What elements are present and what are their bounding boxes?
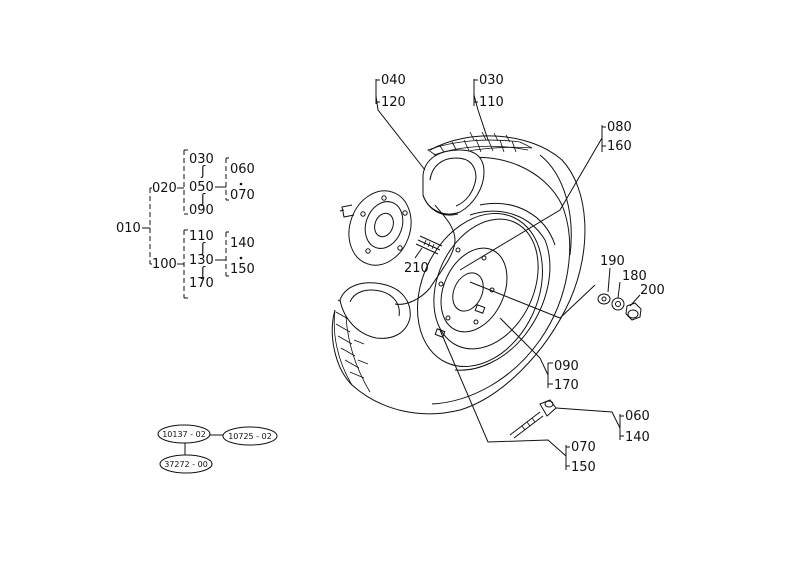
callout-030: 030 bbox=[479, 73, 504, 88]
ref-bubble-2-text: 10725 - 02 bbox=[228, 432, 272, 441]
rim-center-disc bbox=[440, 247, 508, 333]
ref-bubble-2 bbox=[222, 426, 278, 446]
tree-g2-sub-2: 150 bbox=[230, 262, 255, 277]
tree-g1-item-2: 050 bbox=[189, 180, 214, 195]
callout-070: 070 bbox=[571, 440, 596, 455]
callout-labels: 040 120 030 110 080 160 190 180 200 210 … bbox=[381, 73, 665, 475]
tree-group2-label: 100 bbox=[152, 257, 177, 272]
callout-190: 190 bbox=[600, 254, 625, 269]
tree-g1-item-1: 030 bbox=[189, 152, 214, 167]
ref-bubble-1 bbox=[157, 424, 211, 444]
ref-bubble-3-text: 37272 - 00 bbox=[164, 460, 208, 469]
wheel-illustration bbox=[331, 131, 642, 439]
callout-180: 180 bbox=[622, 269, 647, 284]
callout-140: 140 bbox=[625, 430, 650, 445]
tree-g2-dot-2: ʃ bbox=[200, 265, 206, 280]
reference-bubbles: 10137 - 02 10725 - 02 37272 - 00 bbox=[157, 424, 278, 474]
callout-120: 120 bbox=[381, 95, 406, 110]
callout-170: 170 bbox=[554, 378, 579, 393]
tree-g2-item-1: 110 bbox=[189, 229, 214, 244]
callout-160: 160 bbox=[607, 139, 632, 154]
callout-110: 110 bbox=[479, 95, 504, 110]
callout-090: 090 bbox=[554, 359, 579, 374]
tree-group1-label: 020 bbox=[152, 181, 177, 196]
tree-g2-sub-1: 140 bbox=[230, 236, 255, 251]
tree-g1-sub-1: 060 bbox=[230, 162, 255, 177]
parts-tree: 010 020 030 ʃ 050 ʃ 090 060 070 100 110 … bbox=[116, 149, 255, 299]
tree-g2-dot: ʃ bbox=[200, 241, 206, 256]
tree-g1-dot: ʃ bbox=[200, 164, 206, 179]
tree-g2-item-3: 170 bbox=[189, 276, 214, 291]
tree-g1-sub-2: 070 bbox=[230, 188, 255, 203]
leader-lines bbox=[375, 79, 641, 470]
callout-060: 060 bbox=[625, 409, 650, 424]
callout-040: 040 bbox=[381, 73, 406, 88]
callout-200: 200 bbox=[640, 283, 665, 298]
rim-hub-hole bbox=[452, 272, 484, 312]
valve-stem bbox=[509, 399, 557, 439]
callout-210: 210 bbox=[404, 261, 429, 276]
callout-150: 150 bbox=[571, 460, 596, 475]
tree-g1-dot-2: ʃ bbox=[200, 192, 206, 207]
callout-080: 080 bbox=[607, 120, 632, 135]
tree-root-label: 010 bbox=[116, 221, 141, 236]
ref-bubble-1-text: 10137 - 02 bbox=[162, 430, 206, 439]
stud-bolt bbox=[415, 235, 443, 255]
hub-assembly bbox=[339, 190, 412, 266]
rim-flange bbox=[433, 218, 539, 350]
tree-g2-item-2: 130 bbox=[189, 253, 214, 268]
ref-bubble-3 bbox=[159, 454, 213, 474]
rim-outer bbox=[417, 212, 543, 368]
lug-nuts bbox=[597, 293, 642, 321]
tree-g1-item-3: 090 bbox=[189, 203, 214, 218]
